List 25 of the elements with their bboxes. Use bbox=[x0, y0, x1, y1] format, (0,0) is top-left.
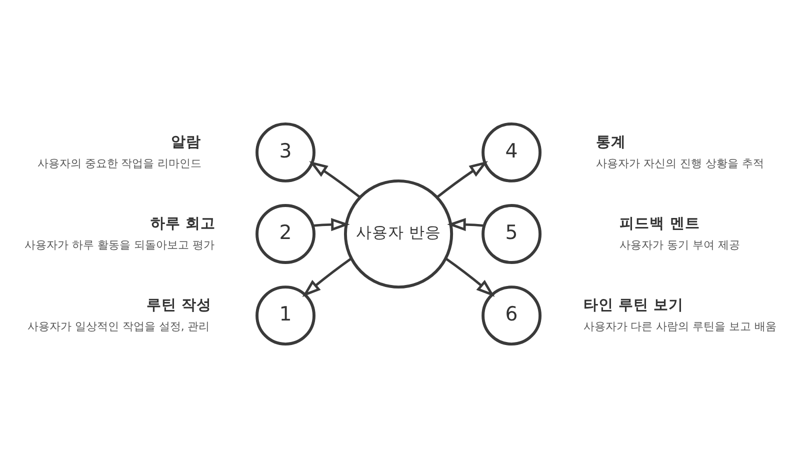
node-circle: 3 bbox=[256, 122, 316, 182]
node-label: 피드백 멘트 bbox=[620, 215, 700, 232]
node-label: 사용자의 중요한 작업을 리마인드 bbox=[37, 156, 202, 170]
node-label: 사용자가 자신의 진행 상황을 추적 bbox=[596, 156, 764, 170]
node-label: 사용자가 하루 활동을 되돌아보고 평가 bbox=[24, 238, 214, 252]
node-label: 하루 회고 bbox=[150, 215, 216, 232]
node-label: 알람 bbox=[171, 134, 202, 151]
arrow bbox=[302, 258, 352, 297]
node-label: 타인 루틴 보기 bbox=[583, 296, 684, 314]
node-label: 루틴 작성 bbox=[146, 296, 212, 314]
node-label: 사용자가 동기 부여 제공 bbox=[620, 238, 740, 252]
arrow bbox=[309, 161, 360, 198]
node-circle: 4 bbox=[482, 122, 542, 182]
node-circle: 6 bbox=[482, 286, 542, 346]
node-circle: 5 bbox=[482, 204, 542, 264]
arrow bbox=[436, 161, 488, 198]
node-circle: 사용자 반응 bbox=[344, 179, 454, 289]
node-label: 사용자가 다른 사람의 루틴을 보고 배움 bbox=[583, 320, 776, 334]
node-circle: 1 bbox=[256, 286, 316, 346]
arrow bbox=[445, 258, 495, 297]
node-label: 사용자가 일상적인 작업을 설정, 관리 bbox=[28, 320, 210, 334]
arrow bbox=[447, 218, 484, 232]
node-label: 통계 bbox=[596, 134, 626, 151]
arrow bbox=[312, 218, 350, 232]
node-circle: 2 bbox=[256, 204, 316, 264]
